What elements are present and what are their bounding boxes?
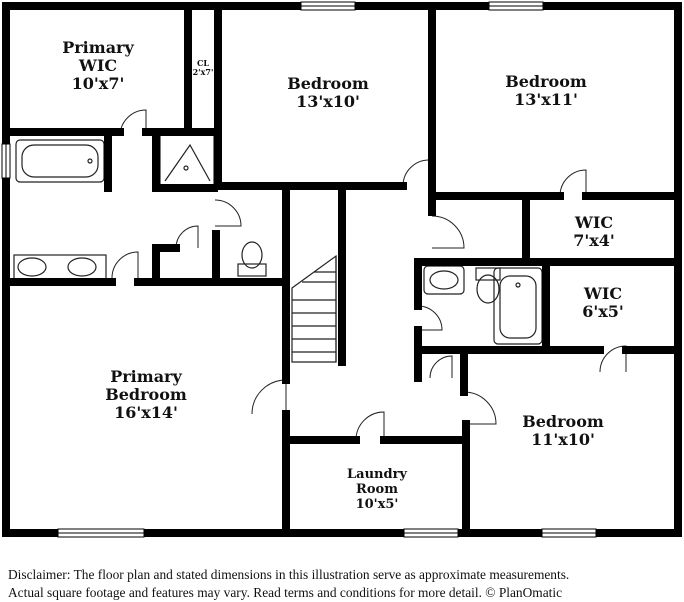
room-name: Bedroom [522, 412, 604, 431]
room-size: 10'x5' [356, 497, 399, 512]
room-size: 7'x4' [573, 231, 615, 250]
room-name: WIC [574, 213, 613, 232]
room-name: Bedroom [287, 74, 369, 93]
room-bedroom-c: Bedroom 11'x10' [522, 412, 604, 449]
room-size: 6'x5' [582, 302, 624, 321]
room-closet: CL 2'x7' [193, 58, 214, 77]
disclaimer-line: Actual square footage and features may v… [8, 585, 563, 600]
room-name: Bedroom [505, 72, 587, 91]
room-bedroom-b: Bedroom 13'x11' [505, 72, 587, 109]
room-name: Primary [110, 367, 182, 386]
room-size: 10'x7' [72, 74, 125, 93]
room-wic-b: WIC 6'x5' [582, 284, 624, 321]
room-size: 2'x7' [193, 67, 214, 77]
room-name: WIC [583, 284, 622, 303]
room-name: WIC [78, 56, 117, 75]
room-name: CL [197, 58, 209, 68]
room-laundry: Laundry Room 10'x5' [347, 467, 407, 512]
room-size: 11'x10' [531, 430, 595, 449]
room-name: Bedroom [105, 385, 187, 404]
walls [2, 2, 682, 537]
room-size: 13'x11' [514, 90, 578, 109]
stairs [291, 254, 337, 363]
room-bedroom-a: Bedroom 13'x10' [287, 74, 369, 111]
room-name: Room [356, 482, 398, 497]
disclaimer: Disclaimer: The floor plan and stated di… [8, 566, 684, 602]
room-labels: Primary WIC 10'x7' CL 2'x7' Bedroom 13'x… [62, 38, 624, 512]
disclaimer-line: Disclaimer: The floor plan and stated di… [8, 567, 570, 582]
room-size: 13'x10' [296, 92, 360, 111]
room-primary-bedroom: Primary Bedroom 16'x14' [105, 367, 187, 422]
room-name: Laundry [347, 467, 407, 482]
room-name: Primary [62, 38, 134, 57]
room-wic-a: WIC 7'x4' [573, 213, 615, 250]
floor-plan: Primary WIC 10'x7' CL 2'x7' Bedroom 13'x… [1, 1, 682, 538]
room-size: 16'x14' [114, 403, 178, 422]
room-primary-wic: Primary WIC 10'x7' [62, 38, 134, 93]
windows [1, 1, 597, 538]
